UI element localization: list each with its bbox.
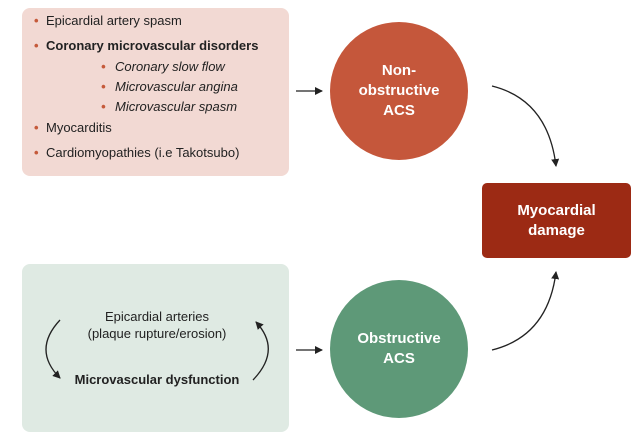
cause-label: Cardiomyopathies (i.e Takotsubo) bbox=[46, 145, 240, 160]
subitem-label: Microvascular spasm bbox=[115, 99, 238, 114]
bullet-icon: • bbox=[101, 59, 106, 74]
obstructive-acs-node: Obstructive ACS bbox=[330, 280, 468, 418]
microvascular-dysfunction-text: Microvascular dysfunction bbox=[74, 372, 240, 387]
arrow-obstructive-to-damage bbox=[491, 271, 560, 351]
myocardial-damage-label: Myocardial damage bbox=[517, 201, 596, 239]
epicardial-line-2: (plaque rupture/erosion) bbox=[87, 326, 227, 341]
myocardial-damage-node: Myocardial damage bbox=[482, 183, 631, 258]
epicardial-line-1: Epicardial arteries bbox=[104, 309, 210, 324]
epicardial-arteries-text: Epicardial arteries (plaque rupture/eros… bbox=[72, 308, 242, 342]
obstructive-mechanism-panel: Epicardial arteries (plaque rupture/eros… bbox=[22, 264, 289, 432]
non-obstructive-acs-node: Non-obstructive ACS bbox=[330, 22, 468, 160]
bullet-icon: • bbox=[34, 13, 39, 28]
bullet-icon: • bbox=[101, 99, 106, 114]
cause-item-microvascular-disorders: • Coronary microvascular disorders • Cor… bbox=[34, 37, 284, 115]
cause-item-cardiomyopathies: • Cardiomyopathies (i.e Takotsubo) bbox=[34, 144, 284, 161]
cause-label: Epicardial artery spasm bbox=[46, 13, 182, 28]
subitem-microvascular-spasm: • Microvascular spasm bbox=[101, 98, 284, 115]
subitem-slow-flow: • Coronary slow flow bbox=[101, 58, 284, 75]
bullet-icon: • bbox=[101, 79, 106, 94]
subitem-label: Coronary slow flow bbox=[115, 59, 225, 74]
subitem-label: Microvascular angina bbox=[115, 79, 238, 94]
microvascular-subitems: • Coronary slow flow • Microvascular ang… bbox=[46, 58, 284, 115]
non-obstructive-causes-panel: • Epicardial artery spasm • Coronary mic… bbox=[22, 8, 289, 176]
bullet-icon: • bbox=[34, 38, 39, 53]
cause-label: Coronary microvascular disorders bbox=[46, 38, 259, 53]
bullet-icon: • bbox=[34, 145, 39, 160]
subitem-microvascular-angina: • Microvascular angina bbox=[101, 78, 284, 95]
obstructive-acs-label: Obstructive ACS bbox=[357, 330, 441, 367]
cause-item-epicardial-spasm: • Epicardial artery spasm bbox=[34, 12, 284, 29]
non-obstructive-acs-label: Non-obstructive ACS bbox=[358, 62, 440, 119]
bullet-icon: • bbox=[34, 120, 39, 135]
cause-label: Myocarditis bbox=[46, 120, 112, 135]
cause-item-myocarditis: • Myocarditis bbox=[34, 119, 284, 136]
arrow-nonobstructive-to-damage bbox=[491, 85, 560, 167]
causes-list: • Epicardial artery spasm • Coronary mic… bbox=[34, 12, 284, 169]
